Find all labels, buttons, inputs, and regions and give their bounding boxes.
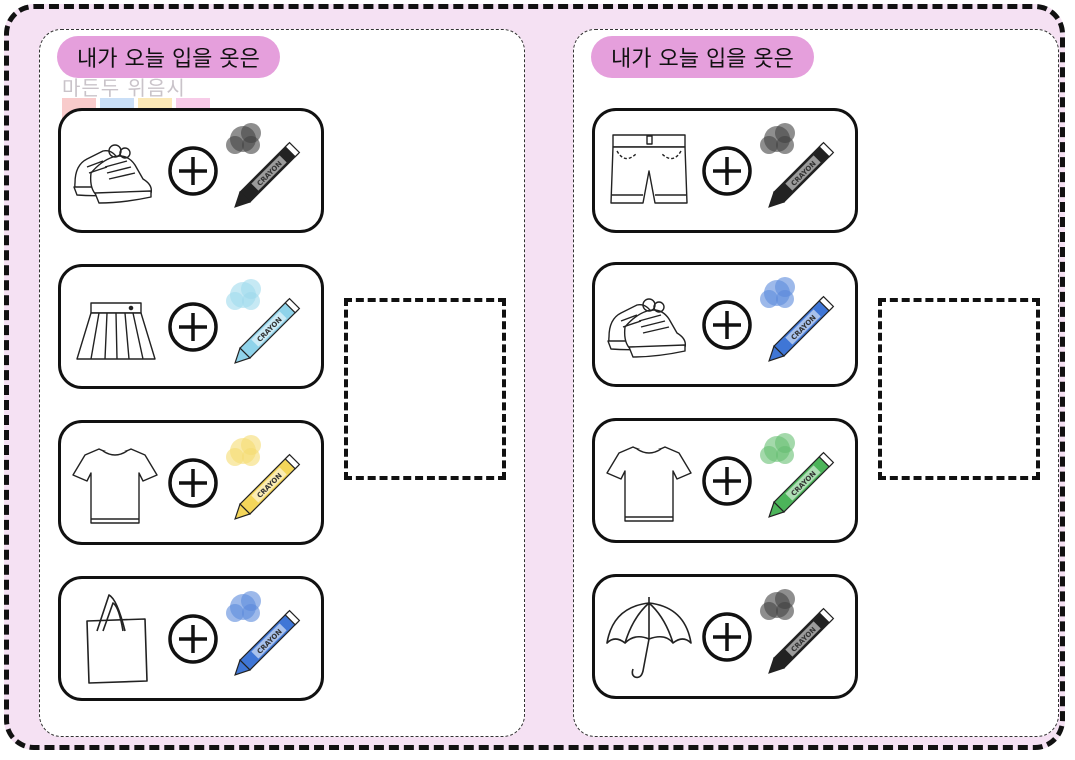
black-crayon-icon: CRAYON — [226, 123, 301, 208]
green-crayon-icon: CRAYON — [760, 433, 835, 518]
tshirt-icon — [69, 433, 161, 531]
black-crayon-icon: CRAYON — [760, 589, 835, 674]
skirt-icon — [69, 277, 161, 375]
clothing-row: CRAYON — [592, 418, 858, 543]
umbrella-icon — [603, 587, 695, 685]
plus-icon — [167, 301, 219, 353]
right-worksheet-panel: 내가 오늘 입을 옷은 CRAYON CRAYON CRAYON CRAYON — [573, 29, 1059, 737]
clothing-row: CRAYON — [592, 108, 858, 233]
yellow-crayon-icon: CRAYON — [226, 435, 301, 520]
plus-icon — [701, 299, 753, 351]
clothing-row: CRAYON — [592, 574, 858, 699]
plus-icon — [167, 145, 219, 197]
drawing-answer-box[interactable] — [878, 298, 1040, 480]
blue-crayon-icon: CRAYON — [226, 591, 301, 676]
plus-icon — [701, 455, 753, 507]
plus-icon — [701, 145, 753, 197]
shorts-icon — [603, 121, 695, 219]
clothing-row: CRAYON — [58, 420, 324, 545]
left-worksheet-panel: 내가 오늘 입을 옷은 마든두 위음시 CRAYON CRAYON CRAYON — [39, 29, 525, 737]
clothing-row: CRAYON — [58, 576, 324, 701]
sneakers-icon — [69, 121, 161, 219]
black-crayon-icon: CRAYON — [760, 123, 835, 208]
plus-icon — [701, 611, 753, 663]
sky-blue-crayon-icon: CRAYON — [226, 279, 301, 364]
drawing-answer-box[interactable] — [344, 298, 506, 480]
plus-icon — [167, 457, 219, 509]
clothing-row: CRAYON — [58, 108, 324, 233]
worksheet-frame: 내가 오늘 입을 옷은 마든두 위음시 CRAYON CRAYON CRAYON — [4, 4, 1065, 750]
clothing-row: CRAYON — [592, 262, 858, 387]
tshirt-icon — [603, 431, 695, 529]
plus-icon — [167, 613, 219, 665]
worksheet-title: 내가 오늘 입을 옷은 — [591, 36, 814, 78]
watermark-text: 마든두 위음시 — [62, 76, 186, 100]
clothing-row: CRAYON — [58, 264, 324, 389]
tote-bag-icon — [69, 589, 161, 687]
worksheet-title: 내가 오늘 입을 옷은 — [57, 36, 280, 78]
blue-crayon-icon: CRAYON — [760, 277, 835, 362]
sneakers-icon — [603, 275, 695, 373]
